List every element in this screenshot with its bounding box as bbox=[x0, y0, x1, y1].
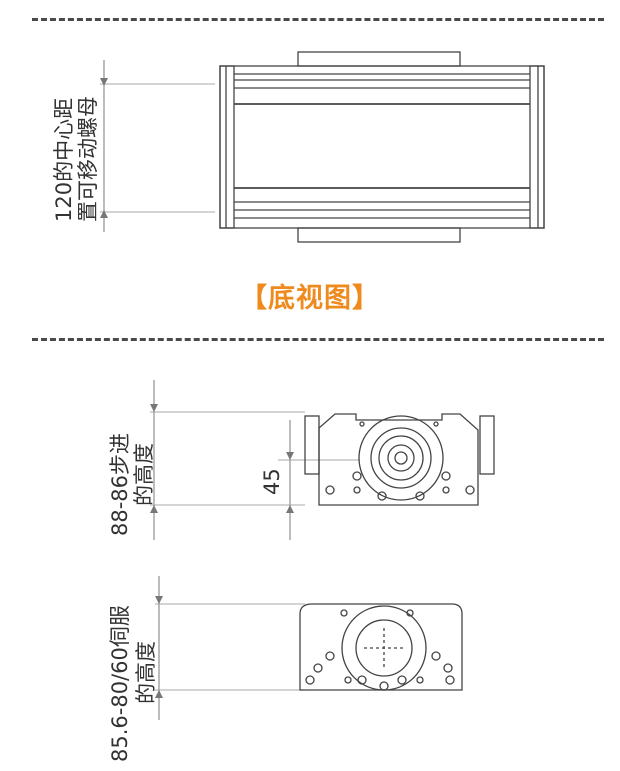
servo-label-line1: 85.6-80/60伺服 bbox=[108, 605, 132, 762]
bottom-view-label-line2: 置可移动螺母 bbox=[76, 96, 100, 222]
servo-view-drawing bbox=[155, 576, 463, 720]
servo-label-line2: 的高度 bbox=[134, 641, 158, 704]
stepper-dimension-45: 45 bbox=[260, 468, 284, 495]
bottom-view-title: 【底视图】 bbox=[240, 283, 380, 314]
stepper-view-drawing bbox=[150, 380, 495, 540]
bottom-view-label-line1: 120的中心距 bbox=[52, 97, 76, 222]
stepper-label-line1: 88-86步进 bbox=[108, 432, 132, 536]
top-divider bbox=[32, 18, 604, 21]
stepper-label-line2: 的高度 bbox=[132, 443, 156, 506]
middle-divider bbox=[32, 338, 604, 341]
